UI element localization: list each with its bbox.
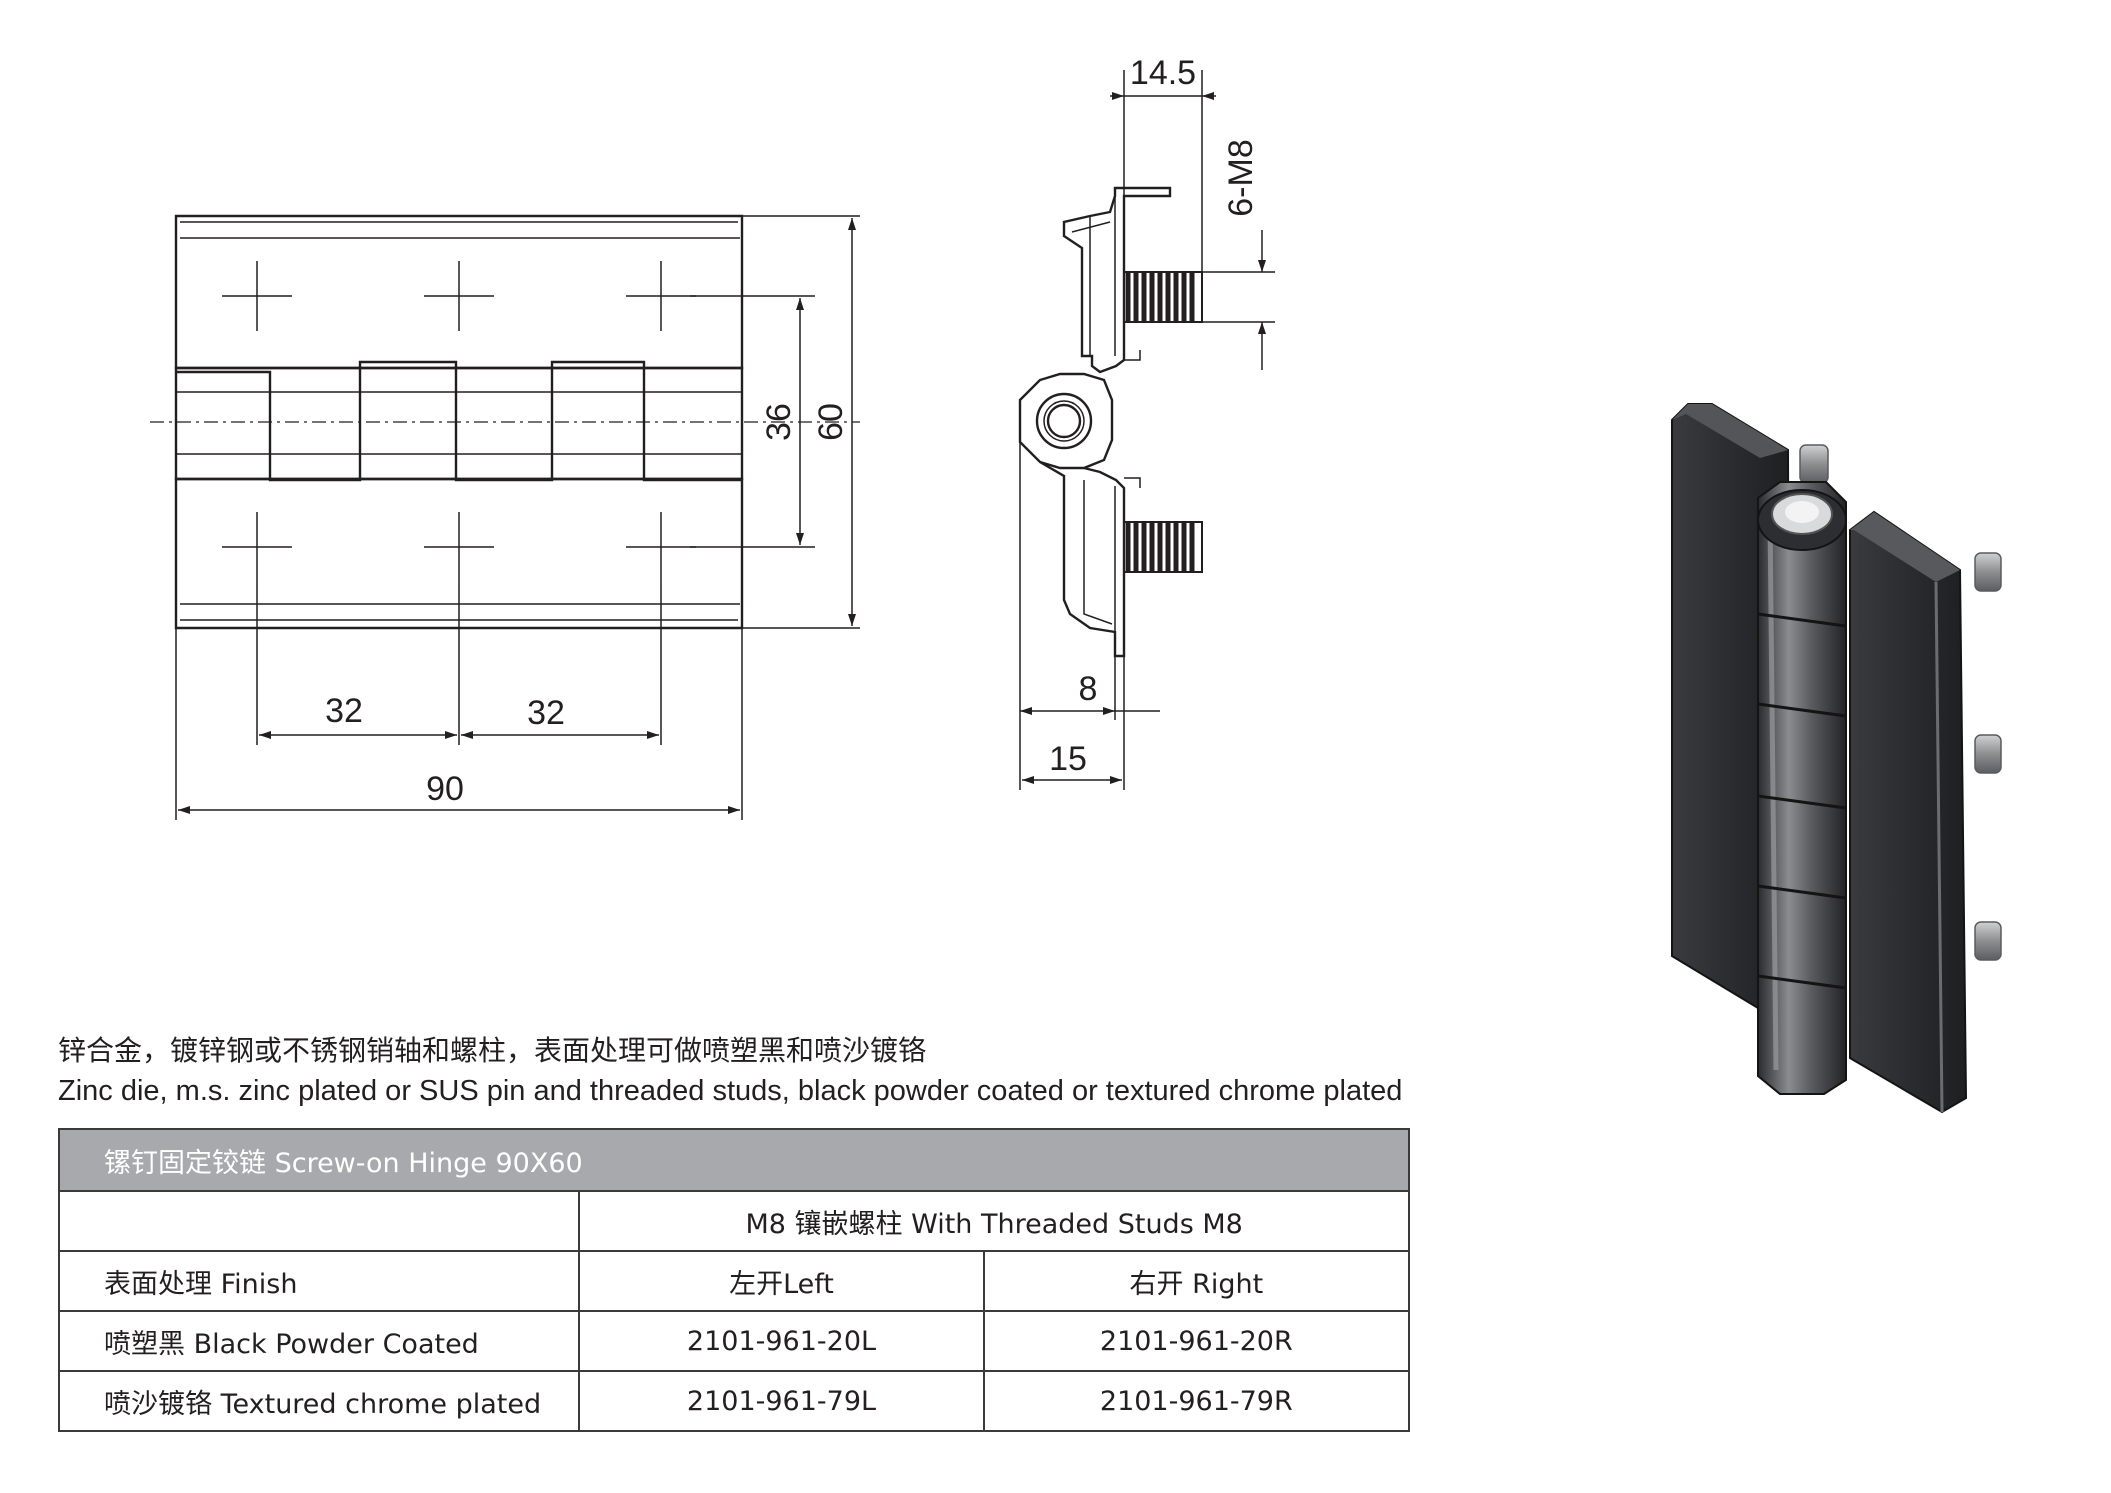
thread-stud-bottom: [1123, 521, 1203, 573]
dim-spacing-2: 32: [527, 694, 565, 732]
table-title-row: 镙钉固定铰链 Screw-on Hinge 90X60: [58, 1128, 1410, 1192]
finish-label: 表面处理 Finish: [57, 1250, 581, 1312]
table-row: 表面处理 Finish 左开Left 右开 Right: [57, 1250, 1411, 1312]
dim-width: 90: [426, 770, 464, 808]
table-title: 镙钉固定铰链 Screw-on Hinge 90X60: [58, 1128, 1410, 1192]
finish-name: 喷沙镀铬 Textured chrome plated: [57, 1370, 581, 1432]
part-number-left: 2101-961-79L: [578, 1370, 985, 1432]
dim-height: 60: [812, 403, 850, 441]
description-chinese: 锌合金，镀锌钢或不锈钢销轴和螺柱，表面处理可做喷塑黑和喷沙镀铬: [58, 1034, 927, 1067]
table-row: 喷塑黑 Black Powder Coated 2101-961-20L 210…: [57, 1310, 1411, 1372]
side-view: 14.5 6-M8 8 15: [1018, 54, 1275, 790]
product-render-image: [1671, 403, 2002, 1114]
front-view: 32 32 90 36 60: [150, 214, 860, 820]
part-number-right: 2101-961-79R: [982, 1370, 1411, 1432]
part-number-right: 2101-961-20R: [982, 1310, 1411, 1372]
specification-table: 镙钉固定铰链 Screw-on Hinge 90X60 M8 镶嵌螺柱 With…: [57, 1128, 1411, 1432]
column-left-header: 左开Left: [578, 1250, 985, 1312]
dim-side-thread: 6-M8: [1222, 139, 1260, 216]
dim-spacing-1: 32: [325, 692, 363, 730]
part-number-left: 2101-961-20L: [578, 1310, 985, 1372]
column-right-header: 右开 Right: [982, 1250, 1411, 1312]
dim-side-offset: 8: [1079, 670, 1098, 708]
table-group-header: M8 镶嵌螺柱 With Threaded Studs M8: [578, 1190, 1410, 1252]
thread-stud-top: [1123, 271, 1203, 323]
finish-name: 喷塑黑 Black Powder Coated: [57, 1310, 581, 1372]
table-row: 喷沙镀铬 Textured chrome plated 2101-961-79L…: [57, 1370, 1411, 1432]
dim-inner-height: 36: [760, 403, 798, 441]
dim-side-top: 14.5: [1130, 54, 1196, 92]
table-row: M8 镶嵌螺柱 With Threaded Studs M8: [57, 1190, 1410, 1252]
description-english: Zinc die, m.s. zinc plated or SUS pin an…: [58, 1075, 1403, 1107]
dim-side-total: 15: [1049, 740, 1087, 778]
table-cell-empty: [57, 1190, 581, 1252]
